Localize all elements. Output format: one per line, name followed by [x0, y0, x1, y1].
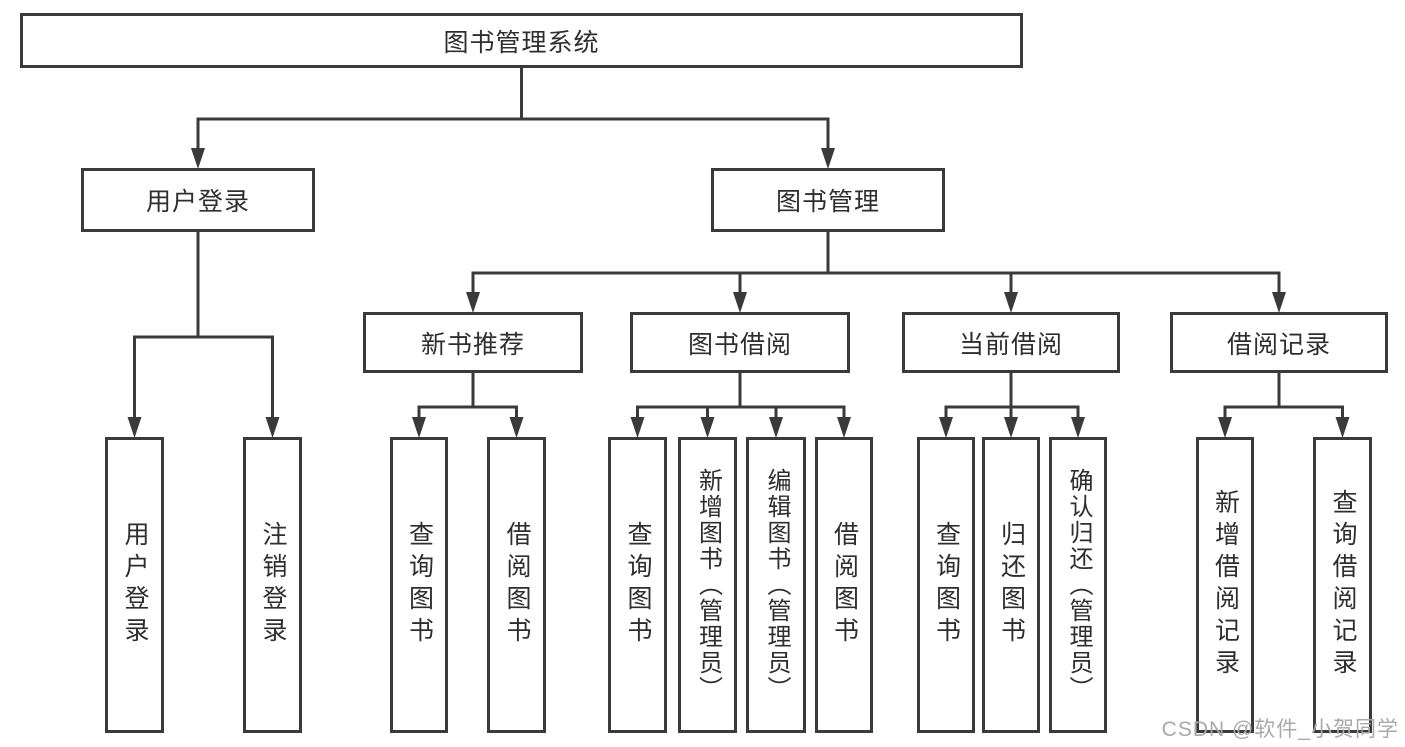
node-query-borrow-record: 查询借阅记录 — [1313, 437, 1372, 733]
node-logout: 注销登录 — [243, 437, 302, 733]
node-book-mgmt: 图书管理 — [711, 168, 945, 232]
node-query-books-current: 查询图书 — [917, 437, 975, 733]
node-confirm-return-admin: 确认归还（管理员） — [1049, 437, 1107, 733]
node-login: 用户登录 — [105, 437, 164, 733]
node-root: 图书管理系统 — [20, 13, 1023, 68]
node-borrow-records: 借阅记录 — [1170, 312, 1388, 373]
node-add-borrow-record: 新增借阅记录 — [1196, 437, 1254, 733]
node-query-books-new: 查询图书 — [390, 437, 448, 733]
node-new-book-rec: 新书推荐 — [363, 312, 583, 373]
node-user-login: 用户登录 — [81, 168, 315, 232]
node-borrow-books: 借阅图书 — [815, 437, 873, 733]
node-return-books: 归还图书 — [982, 437, 1040, 733]
node-borrow-books-new: 借阅图书 — [487, 437, 546, 733]
node-query-books-borrow: 查询图书 — [608, 437, 667, 733]
node-current-borrow: 当前借阅 — [902, 312, 1120, 373]
node-book-borrow: 图书借阅 — [630, 312, 850, 373]
node-add-books-admin: 新增图书（管理员） — [678, 437, 737, 733]
node-edit-books-admin: 编辑图书（管理员） — [746, 437, 806, 733]
watermark: CSDN @软件_小贺同学 — [1161, 718, 1399, 741]
